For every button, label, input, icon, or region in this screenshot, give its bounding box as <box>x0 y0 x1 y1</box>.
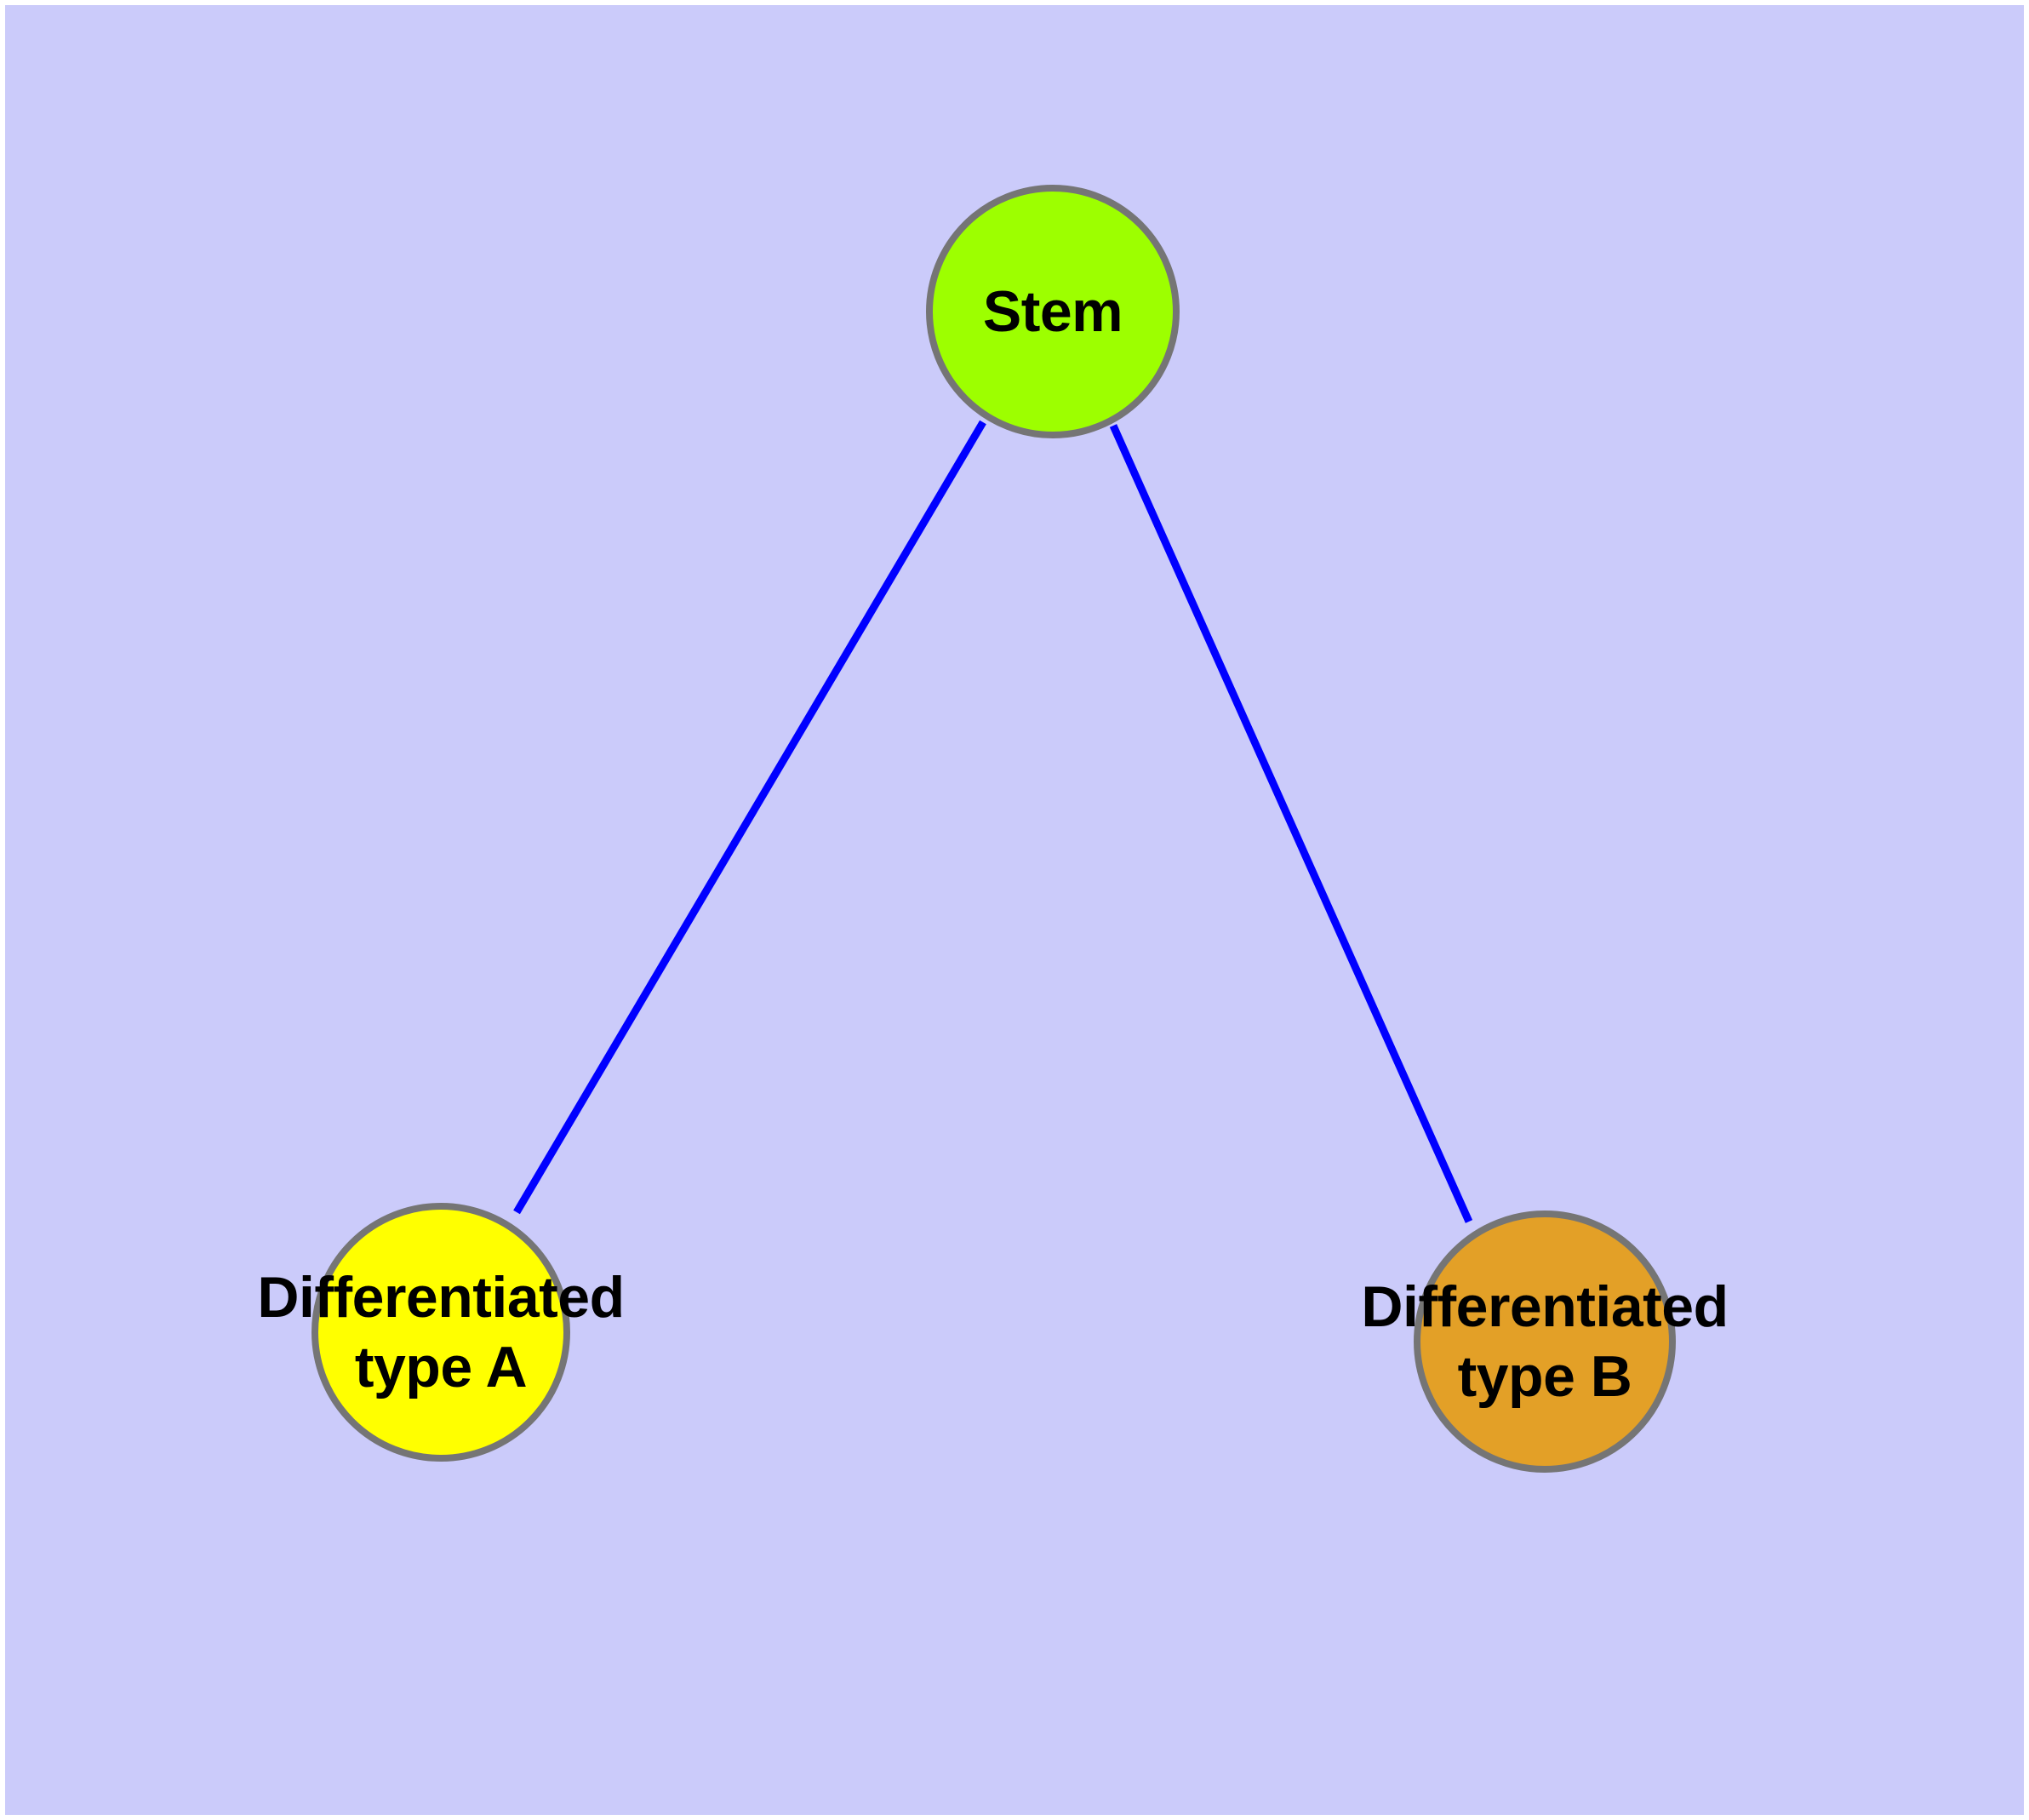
node-circle-diff_a[interactable] <box>311 1203 570 1462</box>
node-circle-diff_b[interactable] <box>1414 1210 1676 1473</box>
edge-stem-to-diff_b[interactable] <box>1109 424 1473 1223</box>
nodes-layer <box>311 185 1676 1473</box>
node-circle-stem[interactable] <box>926 185 1180 438</box>
edges-layer <box>513 420 1473 1223</box>
edge-stem-to-diff_a[interactable] <box>513 420 986 1215</box>
